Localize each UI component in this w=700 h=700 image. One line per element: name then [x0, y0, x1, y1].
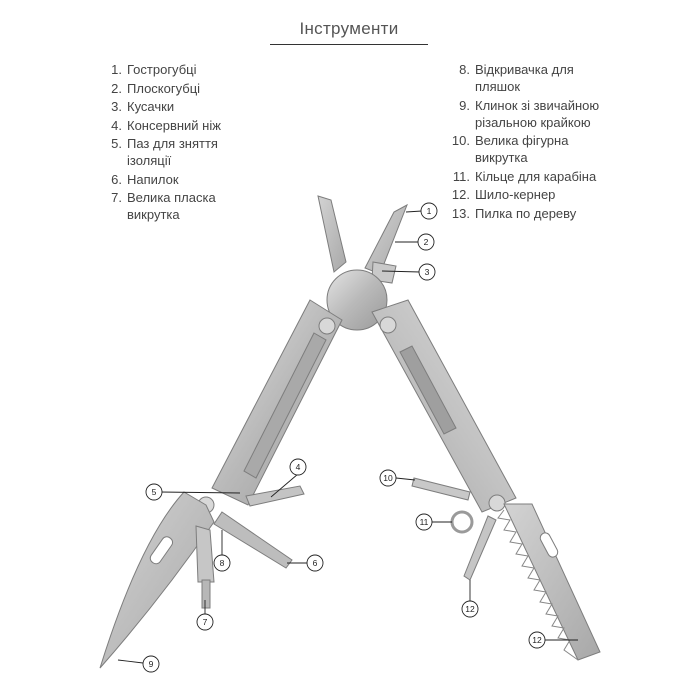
- phillips-screwdriver: [411, 477, 471, 501]
- callout-badge-4: 4: [289, 458, 307, 476]
- page-title: Інструменти: [299, 19, 399, 38]
- item-label: Гострогубці: [127, 62, 197, 77]
- list-item: 11. Кільце для карабіна: [440, 168, 640, 185]
- svg-text:8: 8: [220, 558, 225, 568]
- list-item: 13. Пилка по дереву: [440, 205, 640, 222]
- left-handle-rivet: [318, 317, 336, 335]
- callout-badge-10: 10: [379, 469, 397, 487]
- callout-badge-9: 9: [142, 655, 160, 673]
- svg-text:3: 3: [425, 267, 430, 277]
- file-tool: [213, 511, 293, 569]
- list-item: 8. Відкривачка для пляшок: [440, 61, 605, 95]
- item-number: 6.: [111, 171, 122, 187]
- item-number: 3.: [111, 99, 122, 114]
- callout-line: [117, 659, 144, 664]
- list-item: 6. Напилок: [100, 171, 290, 188]
- bottle-opener: [195, 525, 215, 583]
- svg-text:2: 2: [424, 237, 429, 247]
- pivot-joint: [326, 269, 388, 331]
- item-number: 7.: [111, 190, 122, 205]
- list-item: 7. Велика пласка викрутка: [100, 189, 230, 223]
- item-number: 11.: [452, 168, 470, 184]
- plier-jaw-left: [317, 195, 347, 273]
- right-handle-inlay: [399, 345, 457, 435]
- item-label: Клинок зі звичайною різальною крайкою: [475, 97, 600, 130]
- tool-list-right: 8. Відкривачка для пляшок 9. Клинок зі зви…: [440, 61, 640, 223]
- item-number: 5.: [111, 136, 122, 151]
- svg-text:12: 12: [532, 635, 542, 645]
- awl-tool: [463, 515, 497, 581]
- item-label: Плоскогубці: [127, 80, 201, 96]
- saw-thumb-hole: [539, 532, 559, 558]
- item-label: Велика пласка викрутка: [127, 190, 216, 222]
- svg-text:7: 7: [203, 617, 208, 627]
- item-label: Велика фігурна викрутка: [475, 133, 569, 165]
- tool-list-left: 1. Гострогубці 2. Плоскогубці 3. Кусачки 4.…: [100, 61, 290, 225]
- item-number: 13.: [451, 205, 470, 221]
- item-label: Паз для зняття ізоляції: [127, 136, 218, 168]
- knife-blade: [99, 491, 215, 669]
- saw-teeth: [497, 509, 579, 661]
- callout-badge-12a: 12: [461, 600, 479, 618]
- title-underline: [270, 44, 428, 45]
- item-number: 1.: [111, 62, 122, 77]
- item-number: 2.: [111, 80, 122, 96]
- callout-line: [159, 491, 241, 494]
- callout-badge-7: 7: [196, 613, 214, 631]
- right-handle-rivet: [488, 494, 506, 512]
- list-item: 4. Консервний ніж: [100, 117, 290, 134]
- item-label: Кільце для карабіна: [475, 168, 597, 184]
- plier-jaw-right: [364, 203, 408, 275]
- list-item: 1. Гострогубці: [100, 61, 290, 78]
- item-label: Кусачки: [127, 99, 175, 114]
- callout-badge-8: 8: [213, 554, 231, 572]
- carabiner-ring: [450, 510, 474, 534]
- callout-line: [270, 473, 299, 498]
- item-number: 12.: [451, 187, 470, 202]
- saw-blade: [503, 503, 601, 661]
- item-number: 4.: [111, 117, 122, 133]
- svg-text:4: 4: [296, 462, 301, 472]
- list-item: 3. Кусачки: [100, 98, 290, 115]
- svg-text:1: 1: [427, 206, 432, 216]
- item-number: 9.: [459, 97, 470, 113]
- callout-badge-2: 2: [417, 233, 435, 251]
- item-number: 8.: [459, 62, 470, 77]
- callout-line: [405, 210, 423, 213]
- right-handle-rivet: [379, 316, 397, 334]
- callout-line: [381, 270, 421, 273]
- list-item: 5. Паз для зняття ізоляції: [100, 135, 230, 169]
- callout-line: [395, 477, 416, 481]
- item-label: Шило-кернер: [475, 187, 556, 202]
- flat-screwdriver: [201, 579, 211, 609]
- item-label: Напилок: [127, 171, 179, 187]
- svg-text:5: 5: [152, 487, 157, 497]
- item-number: 10.: [451, 133, 470, 148]
- callout-badge-12b: 12: [528, 631, 546, 649]
- svg-text:12: 12: [465, 604, 475, 614]
- callout-badge-6: 6: [306, 554, 324, 572]
- item-label: Відкривачка для пляшок: [475, 62, 574, 94]
- item-label: Пилка по дереву: [475, 205, 577, 221]
- list-item: 10. Велика фігурна викрутка: [440, 132, 600, 166]
- callout-badge-3: 3: [418, 263, 436, 281]
- callout-badge-5: 5: [145, 483, 163, 501]
- list-item: 2. Плоскогубці: [100, 80, 290, 97]
- blade-thumb-hole: [149, 536, 174, 565]
- list-item: 12. Шило-кернер: [440, 186, 640, 203]
- list-item: 9. Клинок зі звичайною різальною крайкою: [440, 97, 615, 131]
- svg-text:10: 10: [383, 473, 393, 483]
- svg-text:11: 11: [420, 517, 429, 527]
- svg-text:9: 9: [149, 659, 154, 669]
- can-opener: [245, 485, 305, 507]
- callout-badge-1: 1: [420, 202, 438, 220]
- callout-badge-11: 11: [415, 513, 433, 531]
- svg-text:6: 6: [313, 558, 318, 568]
- item-label: Консервний ніж: [127, 117, 221, 133]
- left-handle-inlay: [243, 332, 327, 479]
